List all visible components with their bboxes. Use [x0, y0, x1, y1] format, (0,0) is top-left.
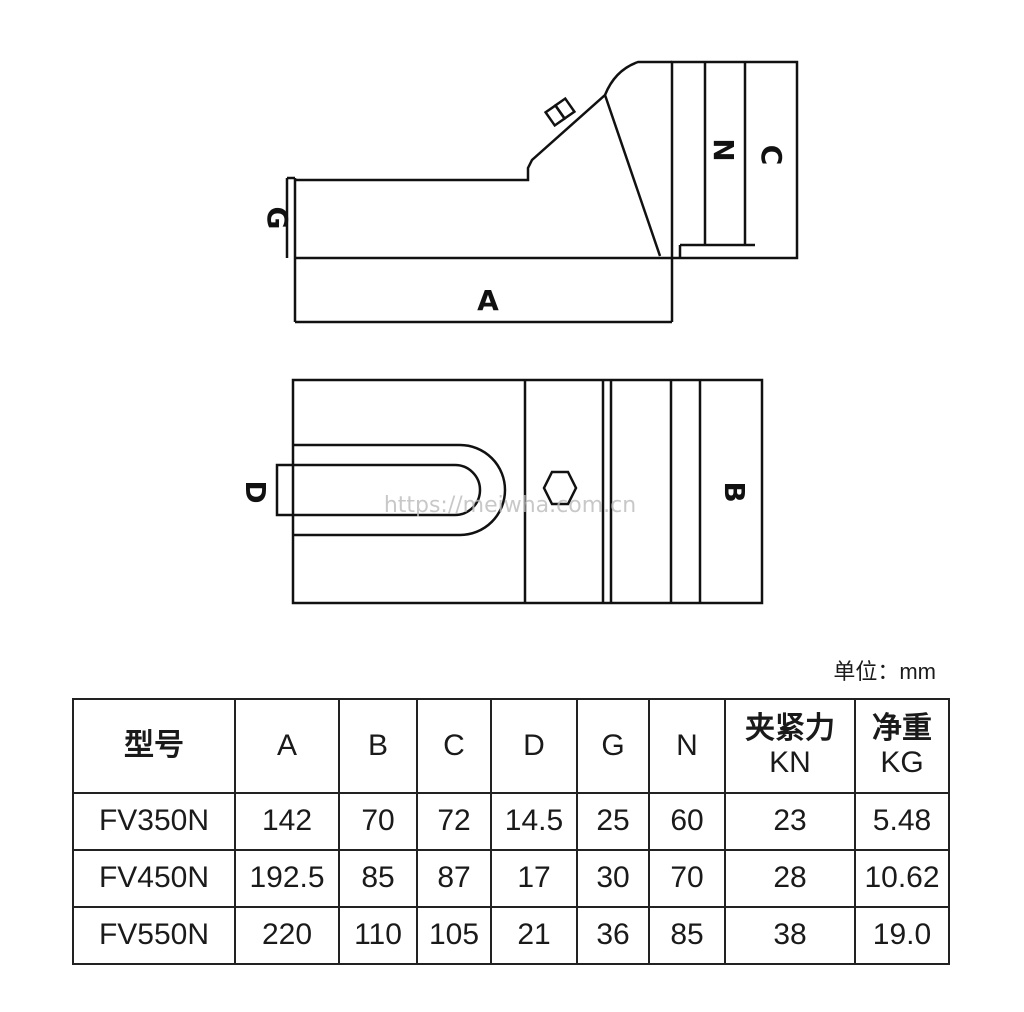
label-d: D	[239, 480, 272, 503]
cell-g: 25	[576, 792, 650, 851]
header-net-weight-label: 净重	[872, 711, 932, 745]
cell-a: 142	[234, 792, 340, 851]
side-view: A G N C	[261, 60, 799, 324]
cell-d: 21	[490, 906, 578, 965]
cell-clamp-force: 38	[724, 906, 856, 965]
header-n: N	[648, 698, 726, 794]
cell-b: 85	[338, 849, 418, 908]
slot-outer	[293, 443, 507, 537]
a-dimension-line	[293, 258, 674, 324]
cell-a: 220	[234, 906, 340, 965]
header-d: D	[490, 698, 578, 794]
label-g: G	[261, 207, 294, 230]
label-n: N	[707, 138, 740, 161]
top-inner-lines	[523, 380, 702, 603]
cell-g: 36	[576, 906, 650, 965]
block-inner-lines	[678, 62, 755, 258]
cell-b: 70	[338, 792, 418, 851]
cell-model: FV550N	[72, 906, 236, 965]
slot-inner	[275, 463, 482, 517]
hex-bolt-icon	[542, 470, 578, 506]
cell-clamp-force: 23	[724, 792, 856, 851]
cell-c: 105	[416, 906, 492, 965]
cell-c: 72	[416, 792, 492, 851]
cell-n: 85	[648, 906, 726, 965]
header-clamp-force-unit: KN	[769, 746, 811, 779]
cell-g: 30	[576, 849, 650, 908]
header-net-weight-unit: KG	[880, 746, 924, 779]
cell-a: 192.5	[234, 849, 340, 908]
bolt-icon	[543, 96, 577, 128]
header-g: G	[576, 698, 650, 794]
cell-model: FV450N	[72, 849, 236, 908]
header-a: A	[234, 698, 340, 794]
cell-d: 17	[490, 849, 578, 908]
cell-n: 60	[648, 792, 726, 851]
top-view: D B	[239, 378, 764, 605]
cell-b: 110	[338, 906, 418, 965]
units-label: 单位：mm	[833, 659, 936, 684]
top-body-outline	[291, 378, 764, 605]
label-c: C	[755, 145, 788, 166]
label-b: B	[718, 481, 751, 502]
cell-net-weight: 5.48	[854, 792, 950, 851]
clamp-block	[670, 60, 799, 260]
technical-drawing: A G N C D B https://meiwha.com.cn	[239, 60, 799, 605]
cell-d: 14.5	[490, 792, 578, 851]
header-b: B	[338, 698, 418, 794]
header-c: C	[416, 698, 492, 794]
header-clamp-force-label: 夹紧力	[745, 711, 835, 745]
watermark: https://meiwha.com.cn	[384, 493, 636, 518]
cell-net-weight: 10.62	[854, 849, 950, 908]
cell-c: 87	[416, 849, 492, 908]
cell-n: 70	[648, 849, 726, 908]
side-body-outline	[295, 60, 672, 260]
label-a: A	[477, 284, 499, 317]
header-model: 型号	[72, 698, 236, 794]
cell-model: FV350N	[72, 792, 236, 851]
g-dimension-line	[285, 176, 297, 258]
cell-net-weight: 19.0	[854, 906, 950, 965]
cell-clamp-force: 28	[724, 849, 856, 908]
